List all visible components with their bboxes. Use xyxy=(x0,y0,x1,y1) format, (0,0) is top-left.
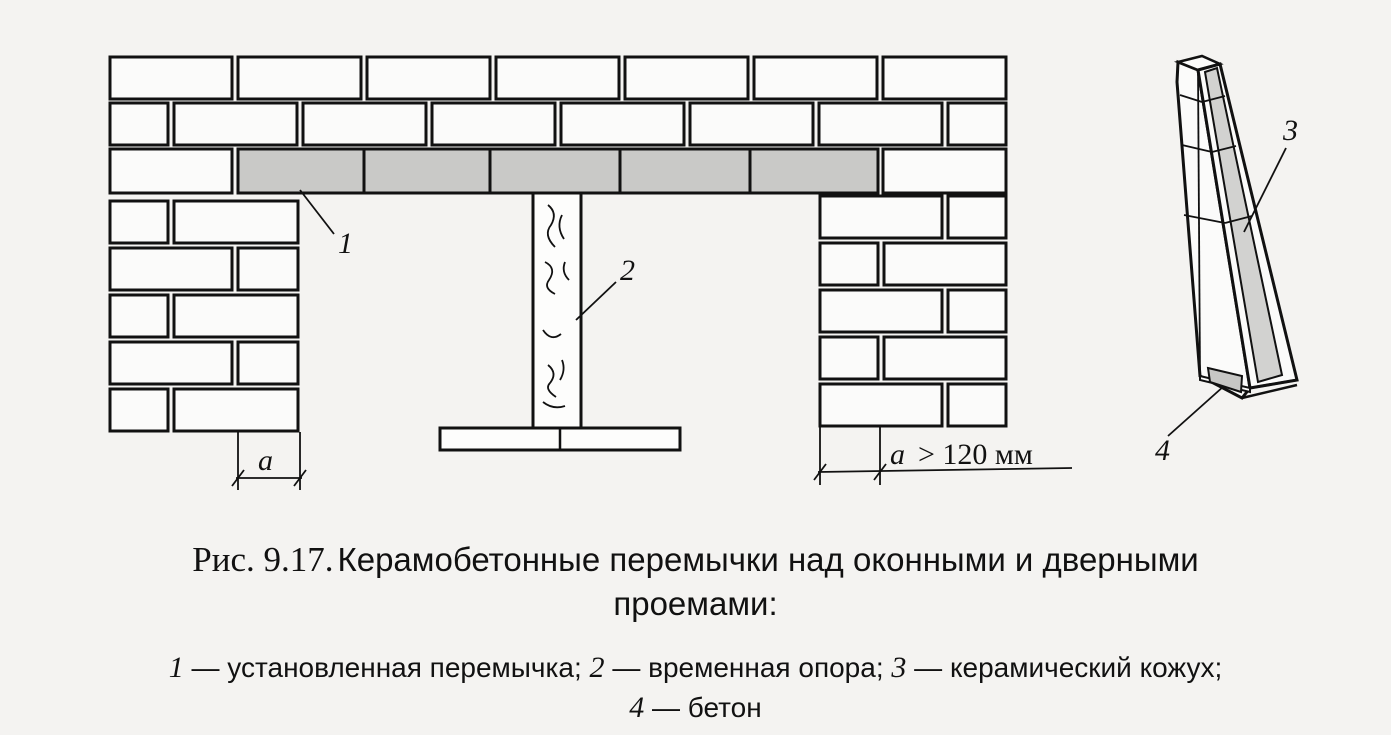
legend-line2: 4 — бетон xyxy=(0,688,1391,728)
brick-wall xyxy=(108,55,1008,433)
figure-caption: Рис. 9.17.Керамобетонные перемычки над о… xyxy=(0,538,1391,626)
leader-lines xyxy=(299,147,1287,437)
label-3: 3 xyxy=(1282,114,1298,147)
legend-text-3: — керамический кожух; xyxy=(914,652,1223,683)
figure-legend: 1 — установленная перемычка; 2 — временн… xyxy=(0,648,1391,728)
legend-num-3: 3 xyxy=(891,651,907,684)
caption-title-line2: проемами: xyxy=(613,585,778,622)
dim-label-rule: > 120 мм xyxy=(918,438,1033,471)
legend-text-4: — бетон xyxy=(652,692,762,723)
temporary-support xyxy=(438,191,682,452)
figure-number: Рис. 9.17. xyxy=(192,540,334,579)
legend-num-1: 1 xyxy=(168,651,184,684)
lintel-element-3d xyxy=(1173,54,1299,400)
legend-num-2: 2 xyxy=(589,651,605,684)
caption-title-line1: Рис. 9.17.Керамобетонные перемычки над о… xyxy=(0,538,1391,582)
installed-lintel xyxy=(236,147,880,195)
legend-text-1: — установленная перемычка; xyxy=(191,652,582,683)
label-1: 1 xyxy=(338,227,353,260)
legend-num-4: 4 xyxy=(629,691,645,724)
dimension-marks xyxy=(231,426,1073,490)
dim-label-a-left: a xyxy=(258,444,273,477)
legend-line1: 1 — установленная перемычка; 2 — временн… xyxy=(0,648,1391,688)
dim-label-a-right: a xyxy=(890,438,905,471)
lintel-diagram: 1 2 3 4 a a > 120 мм xyxy=(108,54,1299,490)
caption-title-text: Керамобетонные перемычки над оконными и … xyxy=(337,541,1199,578)
legend-text-2: — временная опора; xyxy=(612,652,884,683)
label-4: 4 xyxy=(1155,434,1170,467)
label-2: 2 xyxy=(620,254,635,287)
